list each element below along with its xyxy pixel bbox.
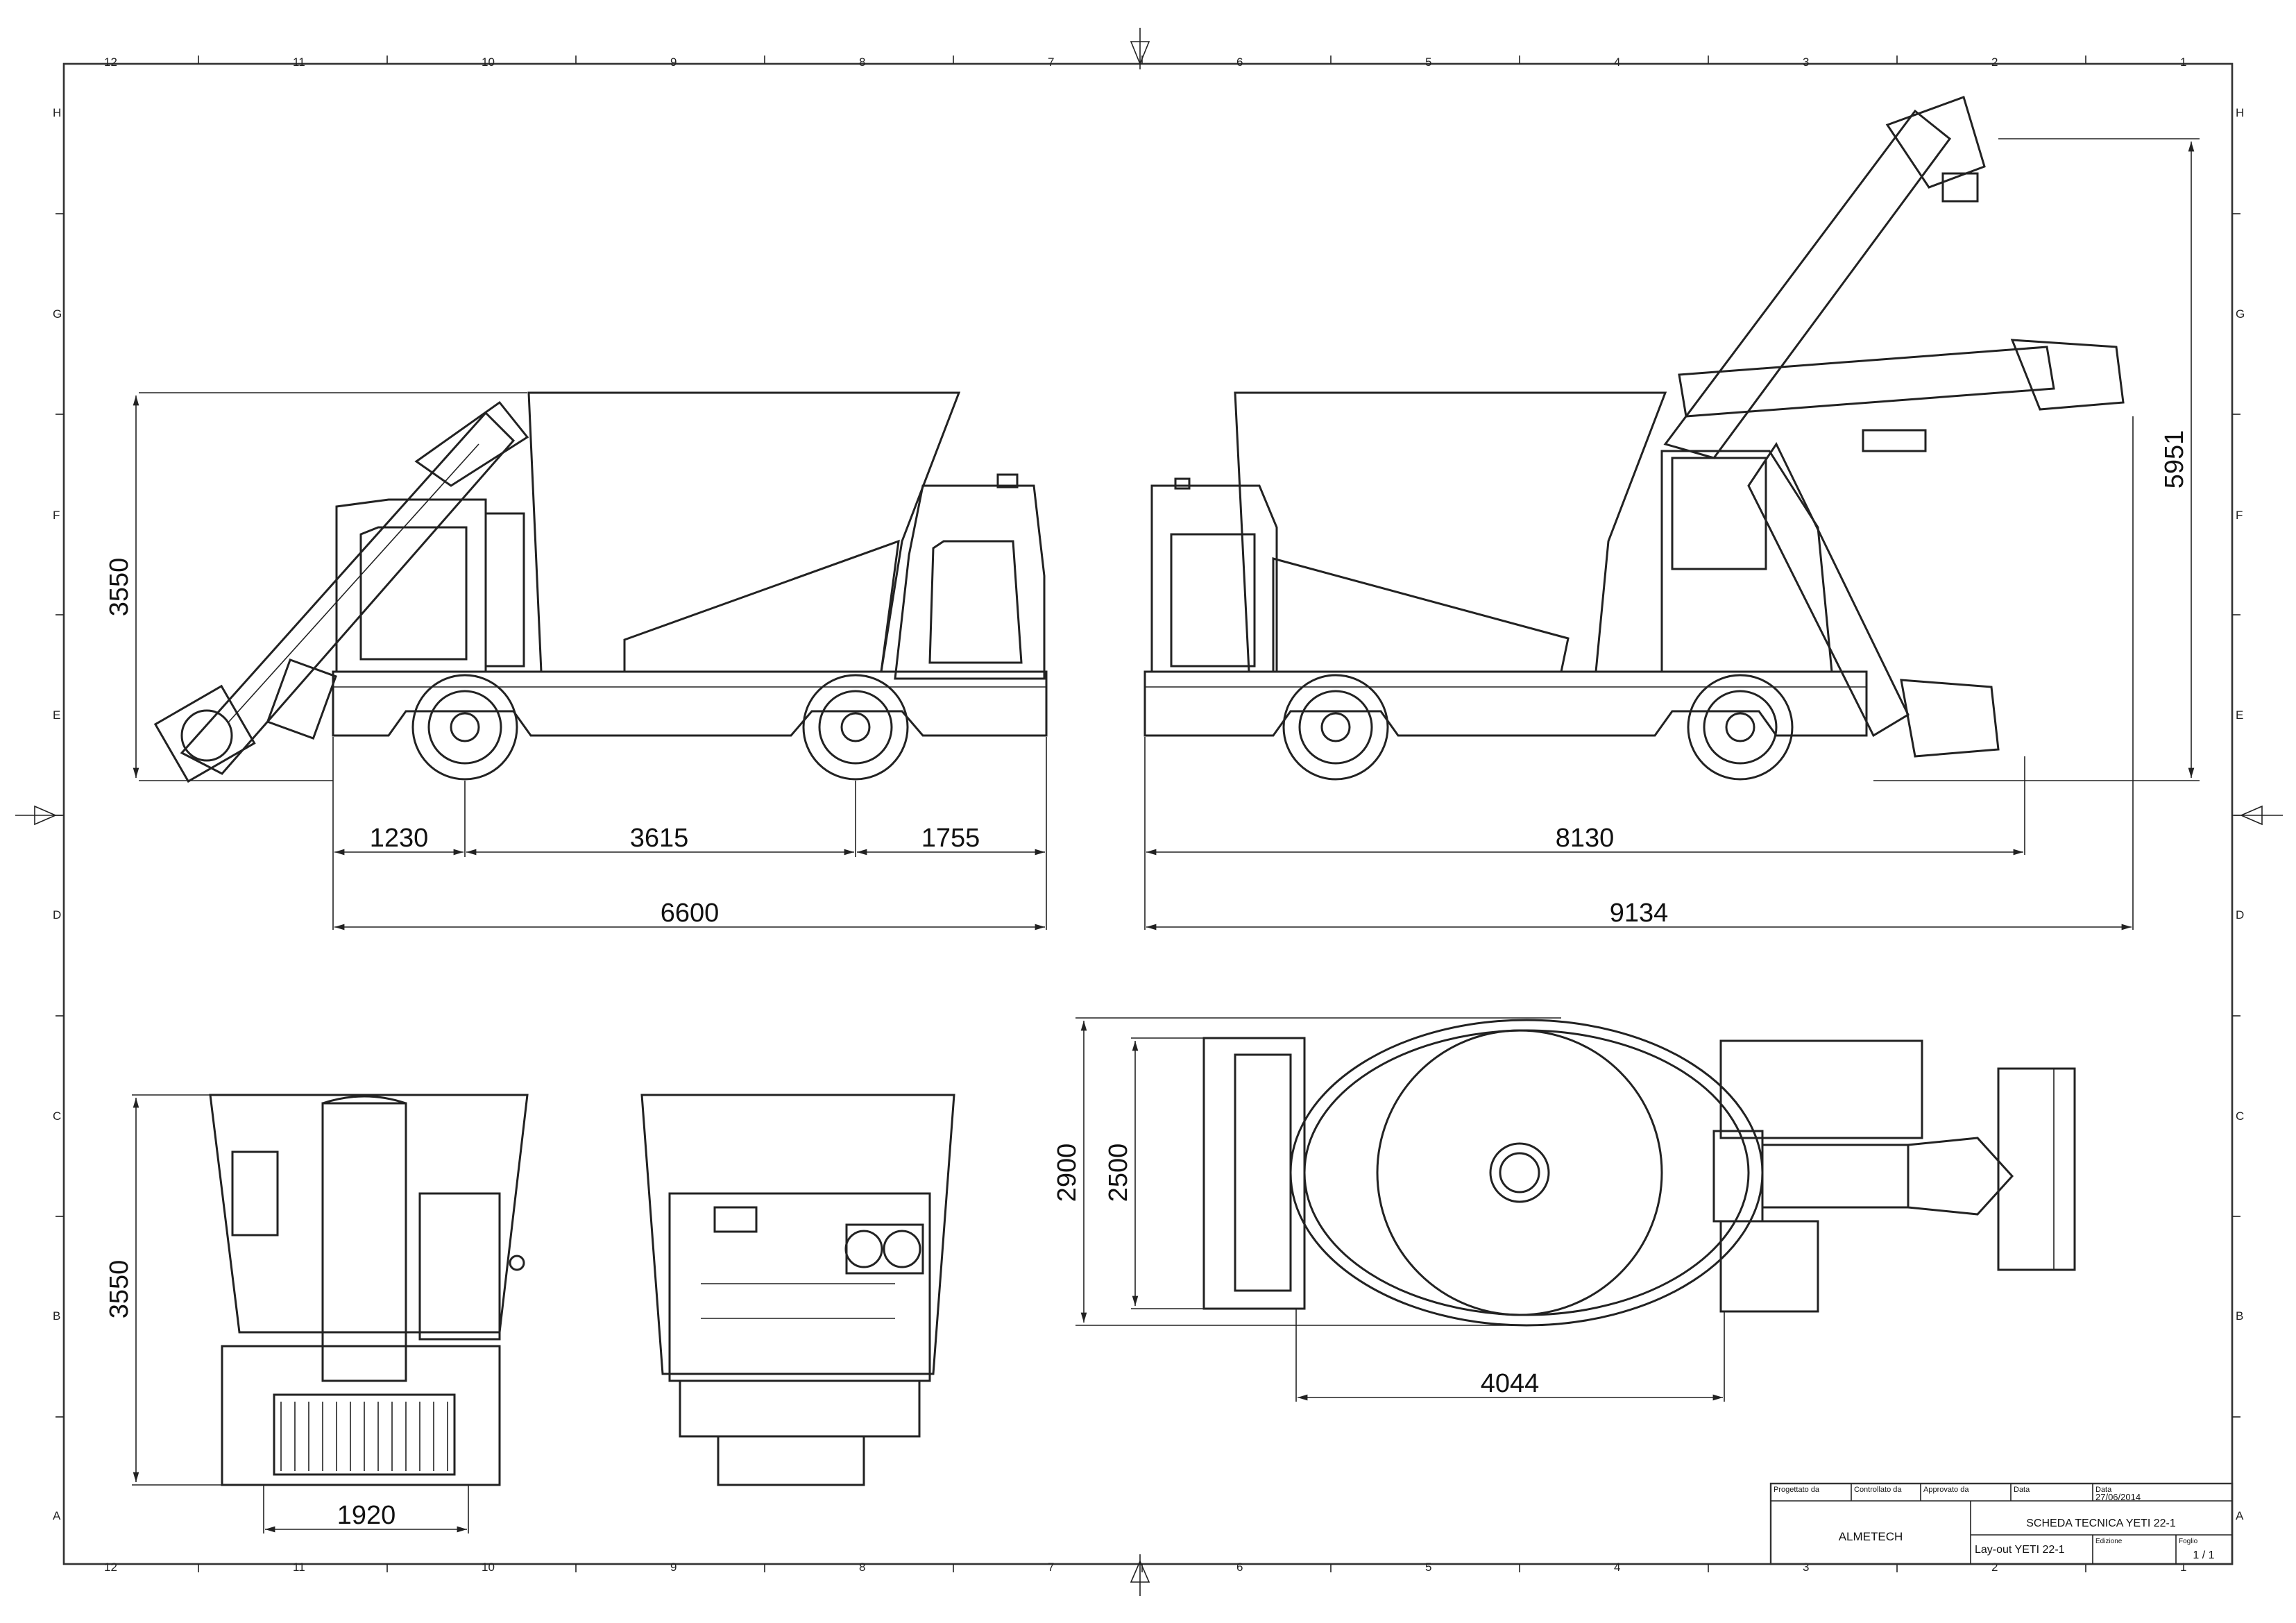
zone-right-d: D bbox=[2236, 908, 2244, 921]
dimension-lines bbox=[132, 138, 2200, 1533]
zone-top-10: 10 bbox=[482, 56, 495, 69]
drawing-frame bbox=[15, 28, 2283, 1596]
zone-bottom-8: 8 bbox=[859, 1561, 865, 1574]
side-view-raised bbox=[1143, 96, 2125, 781]
title-block bbox=[1769, 1482, 2234, 1565]
zone-right-g: G bbox=[2236, 307, 2245, 321]
zone-labels: 12 11 10 9 8 7 6 5 4 3 2 1 12 11 10 9 8 … bbox=[53, 56, 2245, 1574]
dim-top-width-inner: 2500 bbox=[1104, 1144, 1133, 1203]
dim-raised-length: 8130 bbox=[1556, 824, 1615, 853]
zone-left-c: C bbox=[53, 1110, 61, 1123]
zone-left-a: A bbox=[53, 1509, 61, 1522]
label-sheet: Foglio bbox=[2179, 1538, 2198, 1545]
label-checked-by: Controllato da bbox=[1854, 1486, 1902, 1494]
zone-bottom-12: 12 bbox=[104, 1561, 117, 1574]
dim-top-length: 4044 bbox=[1481, 1369, 1540, 1398]
zone-top-12: 12 bbox=[104, 56, 117, 69]
dim-side-length: 6600 bbox=[661, 899, 720, 928]
dim-top-width-outer: 2900 bbox=[1053, 1144, 1082, 1203]
zone-bottom-3: 3 bbox=[1803, 1561, 1809, 1574]
top-view-vehicle bbox=[1202, 1019, 2076, 1327]
zone-right-f: F bbox=[2236, 509, 2243, 522]
zone-left-b: B bbox=[53, 1309, 60, 1323]
zone-right-b: B bbox=[2236, 1309, 2243, 1323]
dim-side-height: 3550 bbox=[105, 558, 134, 617]
label-date-1: Data bbox=[2014, 1486, 2030, 1494]
zone-top-2: 2 bbox=[1991, 56, 1998, 69]
zone-bottom-4: 4 bbox=[1614, 1561, 1620, 1574]
zone-bottom-6: 6 bbox=[1236, 1561, 1243, 1574]
zone-right-h: H bbox=[2236, 106, 2244, 119]
zone-left-e: E bbox=[53, 708, 60, 722]
zone-top-6: 6 bbox=[1236, 56, 1243, 69]
zone-right-a: A bbox=[2236, 1509, 2244, 1522]
company-name: ALMETECH bbox=[1839, 1530, 1903, 1543]
zone-top-4: 4 bbox=[1614, 56, 1620, 69]
zone-right-c: C bbox=[2236, 1110, 2244, 1123]
zone-top-11: 11 bbox=[293, 56, 305, 69]
zone-bottom-1: 1 bbox=[2180, 1561, 2186, 1574]
dim-wheelbase-rear: 1755 bbox=[921, 824, 980, 853]
zone-top-8: 8 bbox=[859, 56, 865, 69]
sheet-title: SCHEDA TECNICA YETI 22-1 bbox=[2026, 1518, 2176, 1529]
zone-left-g: G bbox=[53, 307, 62, 321]
zone-bottom-9: 9 bbox=[670, 1561, 677, 1574]
sheet-value: 1 / 1 bbox=[2193, 1549, 2214, 1561]
dim-raised-height: 5951 bbox=[2160, 430, 2189, 489]
zone-bottom-10: 10 bbox=[482, 1561, 495, 1574]
rear-view-vehicle bbox=[640, 1094, 955, 1486]
dim-raised-total: 9134 bbox=[1610, 899, 1669, 928]
dim-front-width: 1920 bbox=[337, 1501, 396, 1530]
zone-bottom-7: 7 bbox=[1048, 1561, 1054, 1574]
zone-bottom-11: 11 bbox=[293, 1561, 305, 1574]
front-view-vehicle bbox=[209, 1094, 529, 1486]
zone-top-9: 9 bbox=[670, 56, 677, 69]
dim-wheelbase-mid: 3615 bbox=[630, 824, 689, 853]
zone-bottom-5: 5 bbox=[1425, 1561, 1431, 1574]
side-view-vehicle bbox=[153, 391, 1048, 783]
zone-right-e: E bbox=[2236, 708, 2243, 722]
label-designed-by: Progettato da bbox=[1774, 1486, 1820, 1494]
zone-bottom-2: 2 bbox=[1991, 1561, 1998, 1574]
zone-top-3: 3 bbox=[1803, 56, 1809, 69]
zone-top-7: 7 bbox=[1048, 56, 1054, 69]
date-value: 27/06/2014 bbox=[2095, 1492, 2141, 1502]
zone-top-5: 5 bbox=[1425, 56, 1431, 69]
zone-left-d: D bbox=[53, 908, 61, 921]
label-approved-by: Approvato da bbox=[1923, 1486, 1969, 1494]
zone-left-f: F bbox=[53, 509, 60, 522]
label-date-2: Data bbox=[2095, 1486, 2112, 1494]
zone-left-h: H bbox=[53, 106, 61, 119]
zone-top-1: 1 bbox=[2180, 56, 2186, 69]
dim-front-height: 3550 bbox=[105, 1260, 134, 1319]
sheet-subtitle: Lay-out YETI 22-1 bbox=[1975, 1544, 2065, 1556]
label-edition: Edizione bbox=[2095, 1538, 2123, 1545]
dim-wheelbase-front: 1230 bbox=[370, 824, 429, 853]
